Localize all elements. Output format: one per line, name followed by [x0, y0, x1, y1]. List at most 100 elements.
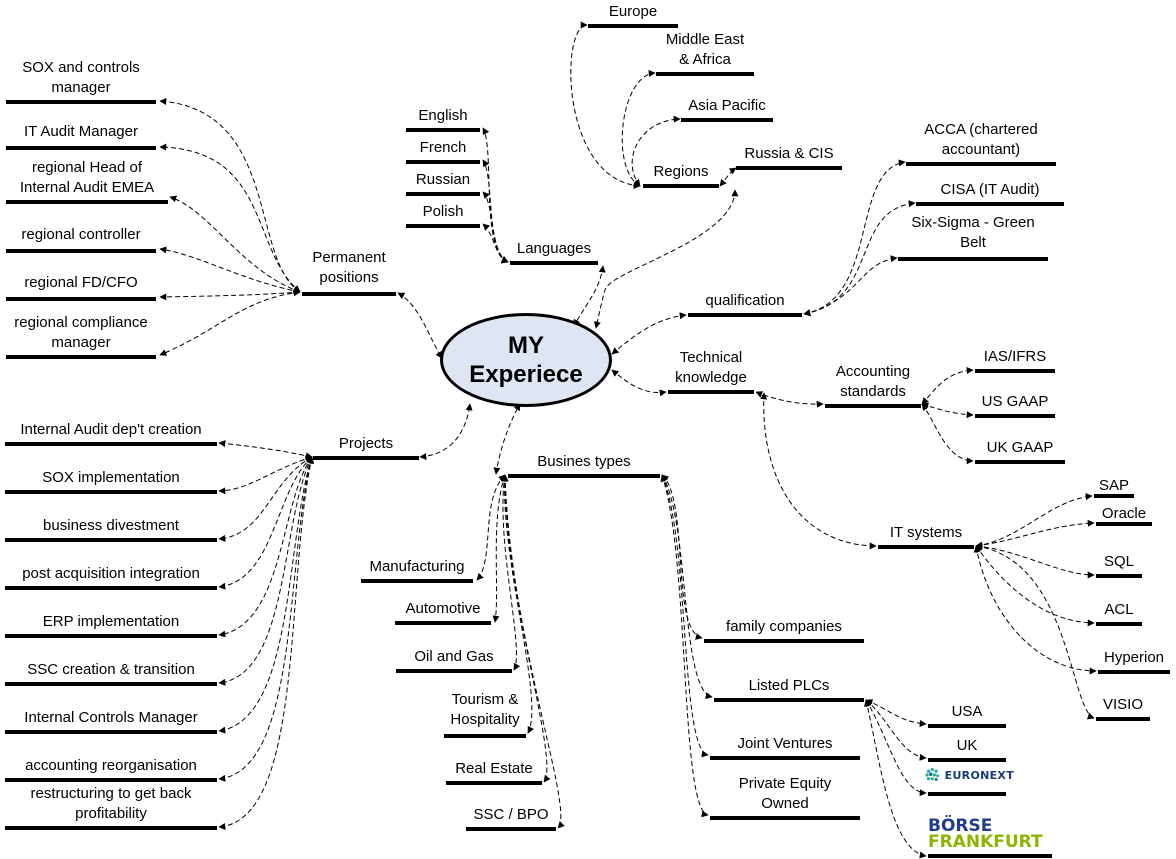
- node-ic-manager: Internal Controls Manager: [5, 708, 217, 734]
- node-ias-ifrs: IAS/IFRS: [975, 347, 1055, 373]
- node-ssc-bpo: SSC / BPO: [466, 805, 556, 831]
- node-visio: VISIO: [1096, 695, 1150, 721]
- node-it-systems: IT systems: [878, 523, 974, 549]
- connector-acct-uk: [921, 403, 974, 465]
- node-us-gaap: US GAAP: [975, 392, 1055, 418]
- node-head-internal-audit: regional Head of Internal Audit EMEA: [6, 158, 168, 204]
- node-hyperion: Hyperion: [1098, 648, 1170, 674]
- node-oil-gas: Oil and Gas: [396, 647, 512, 673]
- node-oracle: Oracle: [1096, 504, 1152, 526]
- node-acl: ACL: [1096, 600, 1142, 626]
- connector-tech-acctstd: [755, 391, 824, 408]
- node-family-companies: family companies: [704, 617, 864, 643]
- node-russian: Russian: [406, 170, 480, 196]
- node-borse-frankfurt: [928, 852, 1052, 858]
- connector-pp-compliance: [159, 289, 301, 356]
- connector-it-sap: [975, 493, 1093, 549]
- frankfurt-wordmark: FRANKFURT: [928, 832, 1043, 852]
- connector-tech-it: [760, 392, 877, 550]
- node-polish: Polish: [406, 202, 480, 228]
- node-cisa: CISA (IT Audit): [916, 180, 1064, 206]
- node-joint-ventures: Joint Ventures: [710, 734, 860, 760]
- connector-center-to-languages: [573, 265, 606, 327]
- connector-reg-mideast: [621, 69, 656, 187]
- connector-pp-controller: [159, 246, 301, 295]
- node-uk: UK: [928, 736, 1006, 762]
- connector-reg-russia: [719, 167, 737, 187]
- connector-proj-ia: [218, 440, 313, 460]
- connector-center-to-projects: [419, 403, 473, 460]
- borse-wordmark: BÖRSE: [928, 816, 993, 836]
- connector-acct-us: [921, 402, 974, 419]
- node-real-estate: Real Estate: [446, 759, 542, 785]
- node-ssc-creation: SSC creation & transition: [5, 660, 217, 686]
- node-regional-compliance: regional compliance manager: [6, 313, 156, 359]
- node-accounting-standards: Accounting standards: [825, 362, 921, 408]
- node-projects: Projects: [313, 434, 419, 460]
- connector-qual-sixsigma: [803, 255, 898, 316]
- connector-center-to-business: [493, 403, 521, 475]
- euronext-globe-icon: [925, 768, 940, 782]
- node-listed-plcs: Listed PLCs: [714, 676, 864, 702]
- connector-center-to-technical: [611, 369, 667, 397]
- connector-bt-automotive: [492, 474, 507, 623]
- node-middle-east-africa: Middle East & Africa: [656, 30, 754, 76]
- node-private-equity: Private Equity Owned: [710, 774, 860, 820]
- connector-pp-head: [169, 195, 301, 294]
- connector-proj-restruct: [218, 456, 315, 830]
- node-asia-pacific: Asia Pacific: [681, 96, 773, 122]
- node-manufacturing: Manufacturing: [361, 557, 473, 583]
- connector-it-visio: [975, 543, 1095, 720]
- node-uk-gaap: UK GAAP: [975, 438, 1065, 464]
- node-europe: Europe: [588, 2, 678, 28]
- euronext-wordmark: EURONEXT: [944, 768, 1014, 782]
- euronext-logo: EURONEXT: [924, 762, 1014, 788]
- connector-center-to-regions: [593, 189, 739, 329]
- connector-bt-jv: [661, 474, 709, 758]
- node-it-audit-manager: IT Audit Manager: [6, 122, 156, 150]
- node-euronext: [928, 790, 1006, 796]
- connector-reg-asia: [631, 115, 681, 187]
- connector-it-oracle: [975, 519, 1095, 549]
- connector-qual-acca: [803, 159, 906, 317]
- node-qualification: qualification: [688, 291, 802, 317]
- connector-center-to-permanent: [397, 292, 443, 359]
- connector-lang-polish: [482, 223, 509, 264]
- node-ia-creation: Internal Audit dep't creation: [5, 420, 217, 446]
- node-post-acquisition: post acquisition integration: [5, 564, 217, 590]
- connector-pp-itaudit: [159, 143, 301, 293]
- connector-lang-russian: [482, 191, 509, 263]
- node-french: French: [406, 138, 480, 164]
- node-sap: SAP: [1094, 476, 1134, 498]
- node-sox-implementation: SOX implementation: [5, 468, 217, 494]
- connector-center-to-qualification: [611, 312, 687, 355]
- node-languages: Languages: [510, 239, 598, 265]
- node-sql: SQL: [1096, 552, 1142, 578]
- node-regional-fd-cfo: regional FD/CFO: [6, 273, 156, 301]
- node-permanent-positions: Permanent positions: [302, 248, 396, 296]
- node-acca: ACCA (chartered accountant): [906, 120, 1056, 166]
- node-tourism-hospitality: Tourism & Hospitality: [444, 690, 526, 738]
- node-business-divestment: business divestment: [5, 516, 217, 542]
- node-automotive: Automotive: [395, 599, 491, 625]
- node-usa: USA: [928, 702, 1006, 728]
- node-restructuring: restructuring to get back profitability: [5, 784, 217, 830]
- node-regional-controller: regional controller: [6, 225, 156, 253]
- node-erp-implementation: ERP implementation: [5, 612, 217, 638]
- node-accounting-reorganisation: accounting reorganisation: [5, 756, 217, 782]
- node-russia-cis: Russia & CIS: [736, 144, 842, 170]
- connector-reg-europe: [570, 21, 641, 190]
- borse-frankfurt-logo: BÖRSE FRANKFURT: [928, 818, 1052, 858]
- connector-bt-sscbpo: [501, 474, 565, 829]
- node-english: English: [406, 106, 480, 132]
- connector-it-acl: [975, 545, 1095, 627]
- connector-pp-sox: [159, 97, 301, 293]
- node-regions: Regions: [643, 162, 719, 188]
- connector-acct-ias: [921, 366, 974, 405]
- connector-plc-uk: [865, 699, 927, 761]
- connector-it-hyperion: [973, 545, 1097, 675]
- node-sox-manager: SOX and controls manager: [6, 58, 156, 104]
- connector-bt-pe: [660, 474, 709, 818]
- center-node-my-experience: MY Experiece: [440, 313, 612, 407]
